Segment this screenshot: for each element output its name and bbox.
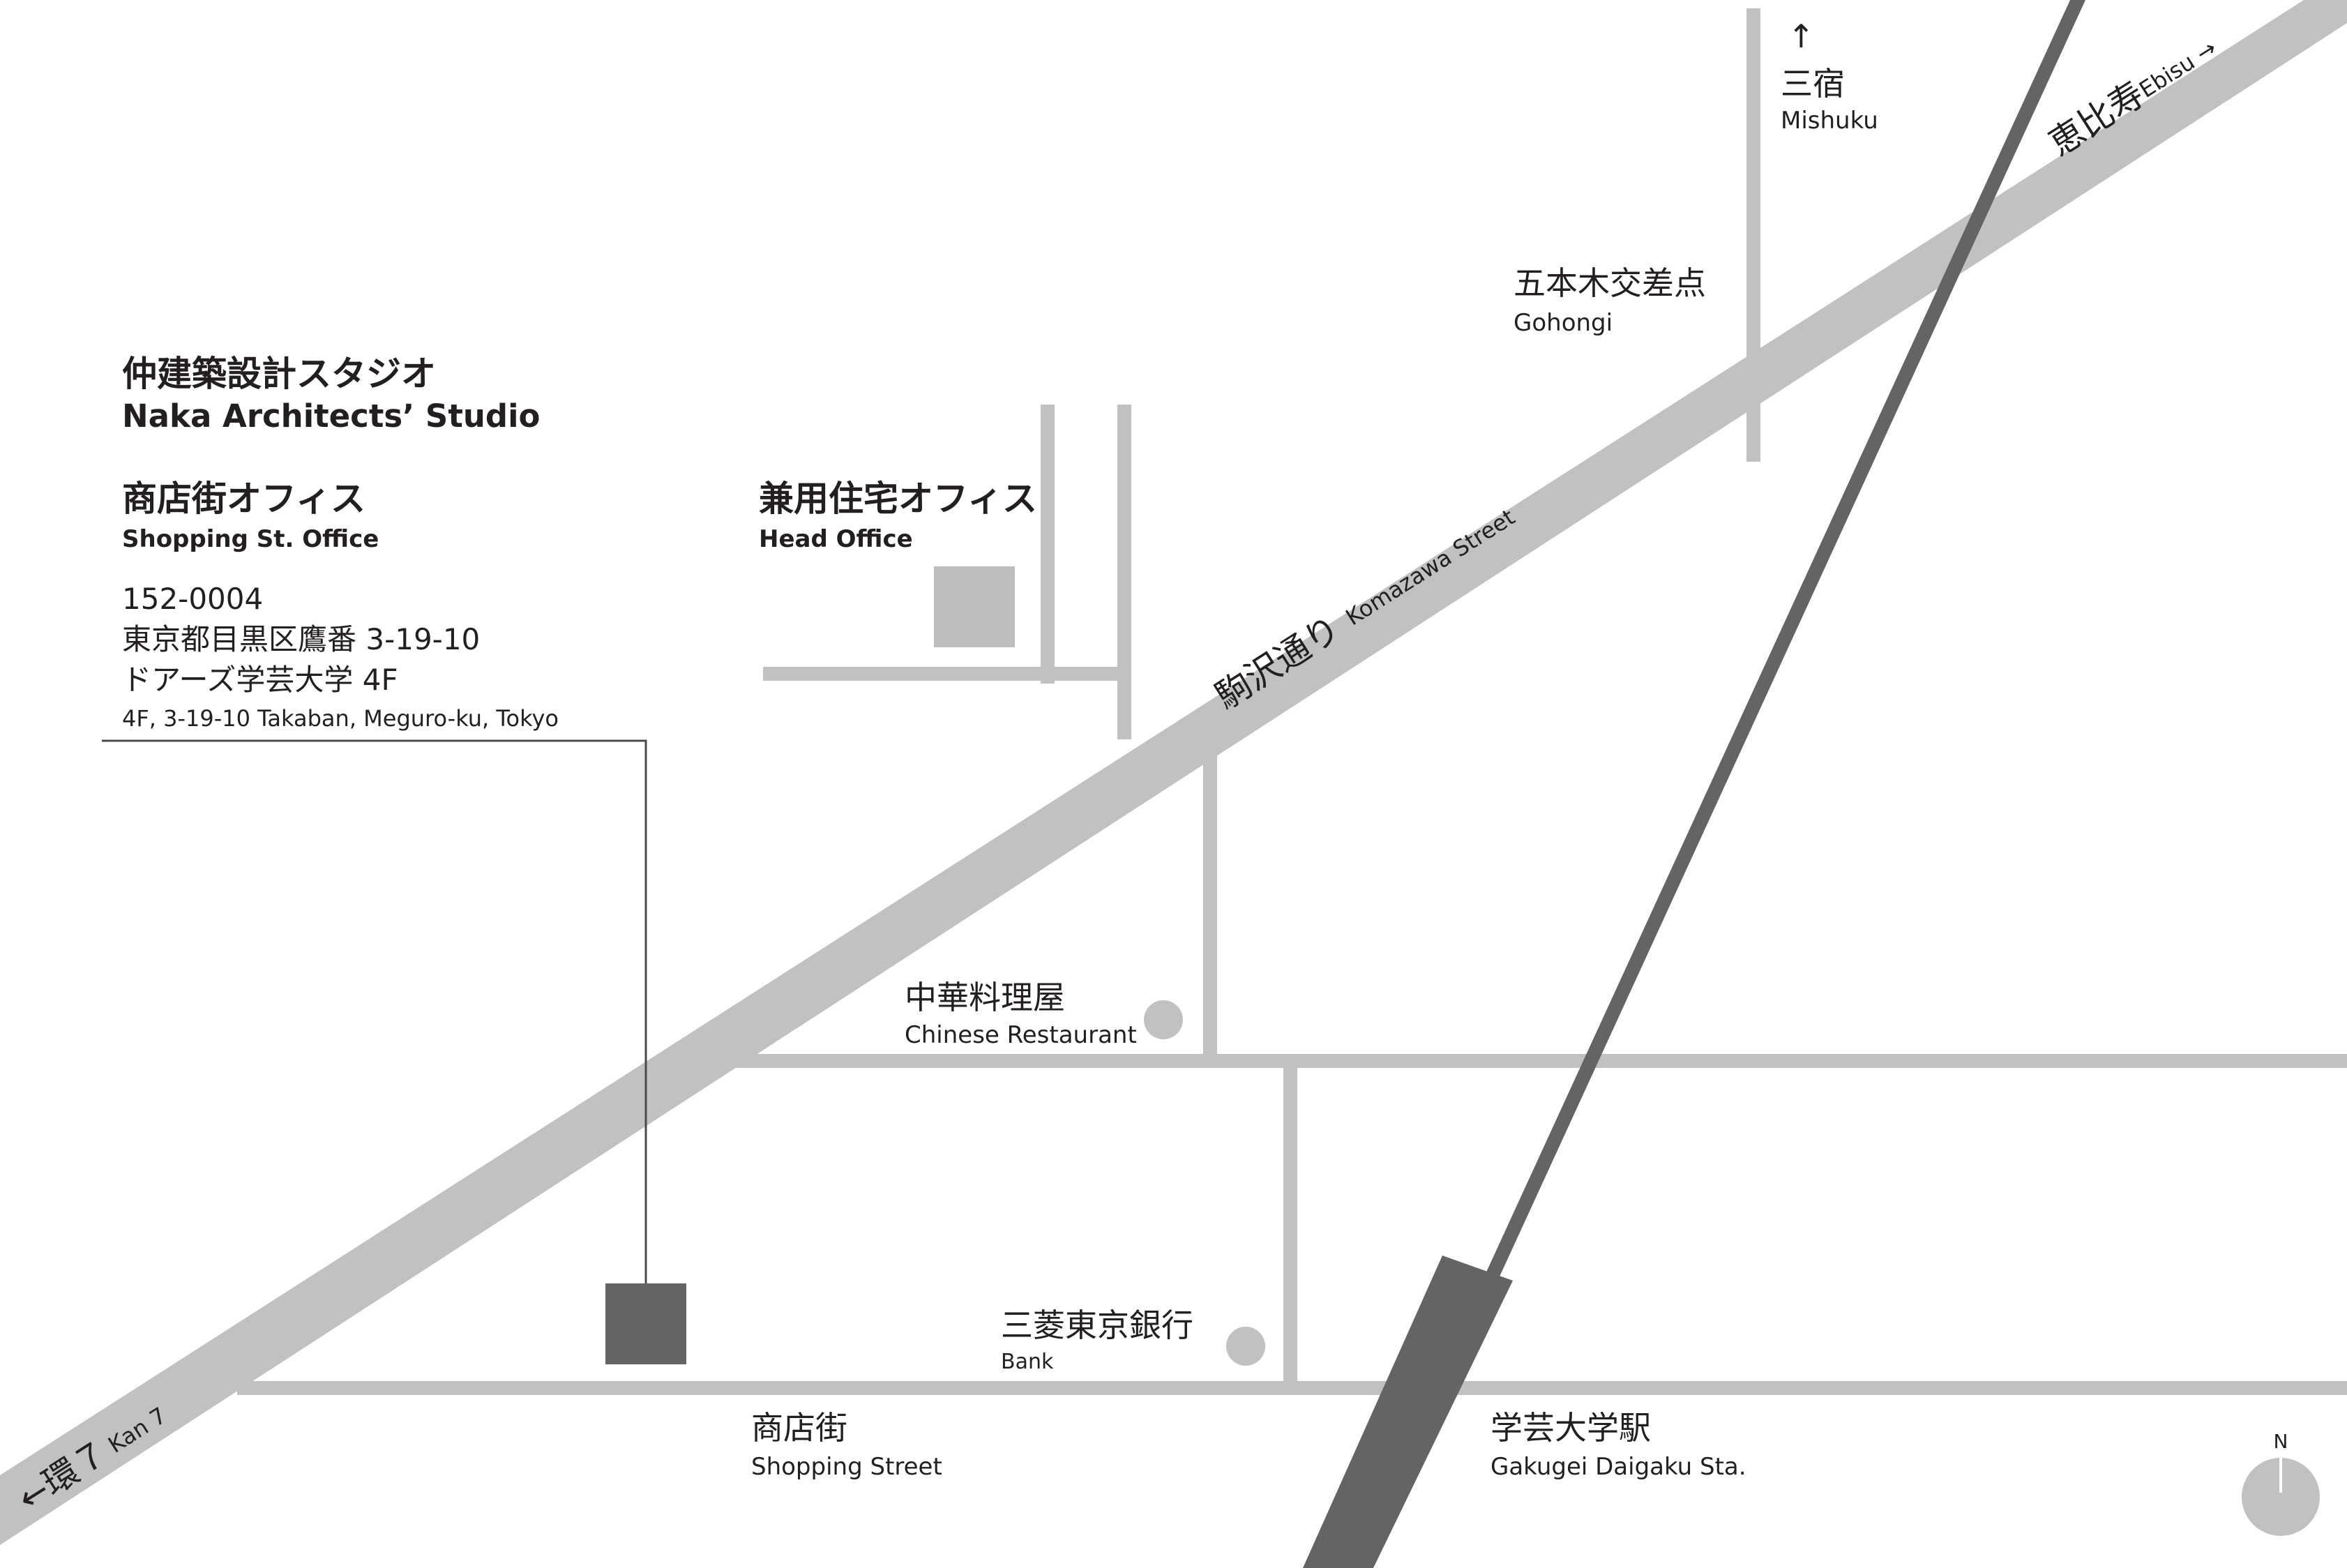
- gohongi-label-ja: 五本木交差点: [1514, 264, 1706, 302]
- address-ja-line-1: 東京都目黒区鷹番 3-19-10: [122, 622, 480, 656]
- address-en: 4F, 3-19-10 Takaban, Meguro-ku, Tokyo: [122, 705, 559, 732]
- shopping-street-label-en: Shopping Street: [751, 1453, 942, 1481]
- studio-name-en: Naka Architects’ Studio: [122, 398, 540, 435]
- chinese-restaurant-label-en: Chinese Restaurant: [905, 1021, 1137, 1049]
- side-street-horizontal: [763, 667, 1126, 681]
- komazawa-street-label: 駒沢通り Komazawa Street: [1208, 504, 1519, 717]
- address-ja-line-2: ドアーズ学芸大学 4F: [122, 663, 398, 697]
- side-street-east: [1117, 405, 1131, 739]
- head-office-title-ja: 兼用住宅オフィス: [759, 478, 1037, 519]
- studio-name-ja: 仲建築設計スタジオ: [122, 354, 436, 394]
- shopping-street-road: [237, 1381, 2347, 1395]
- mishuku-label-ja: 三宿: [1781, 65, 1845, 103]
- bank-marker: [1226, 1327, 1265, 1366]
- side-street-west: [1041, 405, 1055, 684]
- bank-street: [1283, 1067, 1297, 1388]
- mishuku-road: [1746, 8, 1760, 462]
- postal-code: 152-0004: [122, 582, 263, 616]
- chinese-restaurant-label-ja: 中華料理屋: [905, 979, 1065, 1016]
- mishuku-label-en: Mishuku: [1781, 107, 1878, 135]
- shopping-street-label-ja: 商店街: [751, 1409, 847, 1447]
- mishuku-arrow-icon: ↑: [1788, 17, 1815, 55]
- chinese-restaurant-marker: [1144, 1000, 1183, 1039]
- gohongi-label-en: Gohongi: [1514, 309, 1613, 337]
- station-label-en: Gakugei Daigaku Sta.: [1491, 1453, 1746, 1481]
- address-leader-line: [102, 739, 647, 1283]
- north-indicator: N: [2242, 1430, 2320, 1536]
- station-label-ja: 学芸大学駅: [1491, 1409, 1651, 1447]
- railway: [1303, 0, 2085, 1568]
- north-label: N: [2274, 1430, 2288, 1453]
- bank-label-ja: 三菱東京銀行: [1001, 1306, 1193, 1344]
- bank-label-en: Bank: [1001, 1350, 1054, 1374]
- compass-needle: [2279, 1458, 2282, 1493]
- head-office-building: [934, 566, 1015, 647]
- shopping-office-building: [605, 1283, 686, 1364]
- restaurant-street: [1203, 725, 1217, 1064]
- shopping-office-title-en: Shopping St. Office: [122, 525, 379, 553]
- shopping-office-title-ja: 商店街オフィス: [122, 478, 365, 519]
- compass-icon: [2242, 1458, 2320, 1536]
- head-office-title-en: Head Office: [759, 525, 913, 553]
- middle-street: [718, 1054, 2347, 1068]
- railway-line: [1477, 0, 2085, 1292]
- station-platform: [1303, 1256, 1513, 1568]
